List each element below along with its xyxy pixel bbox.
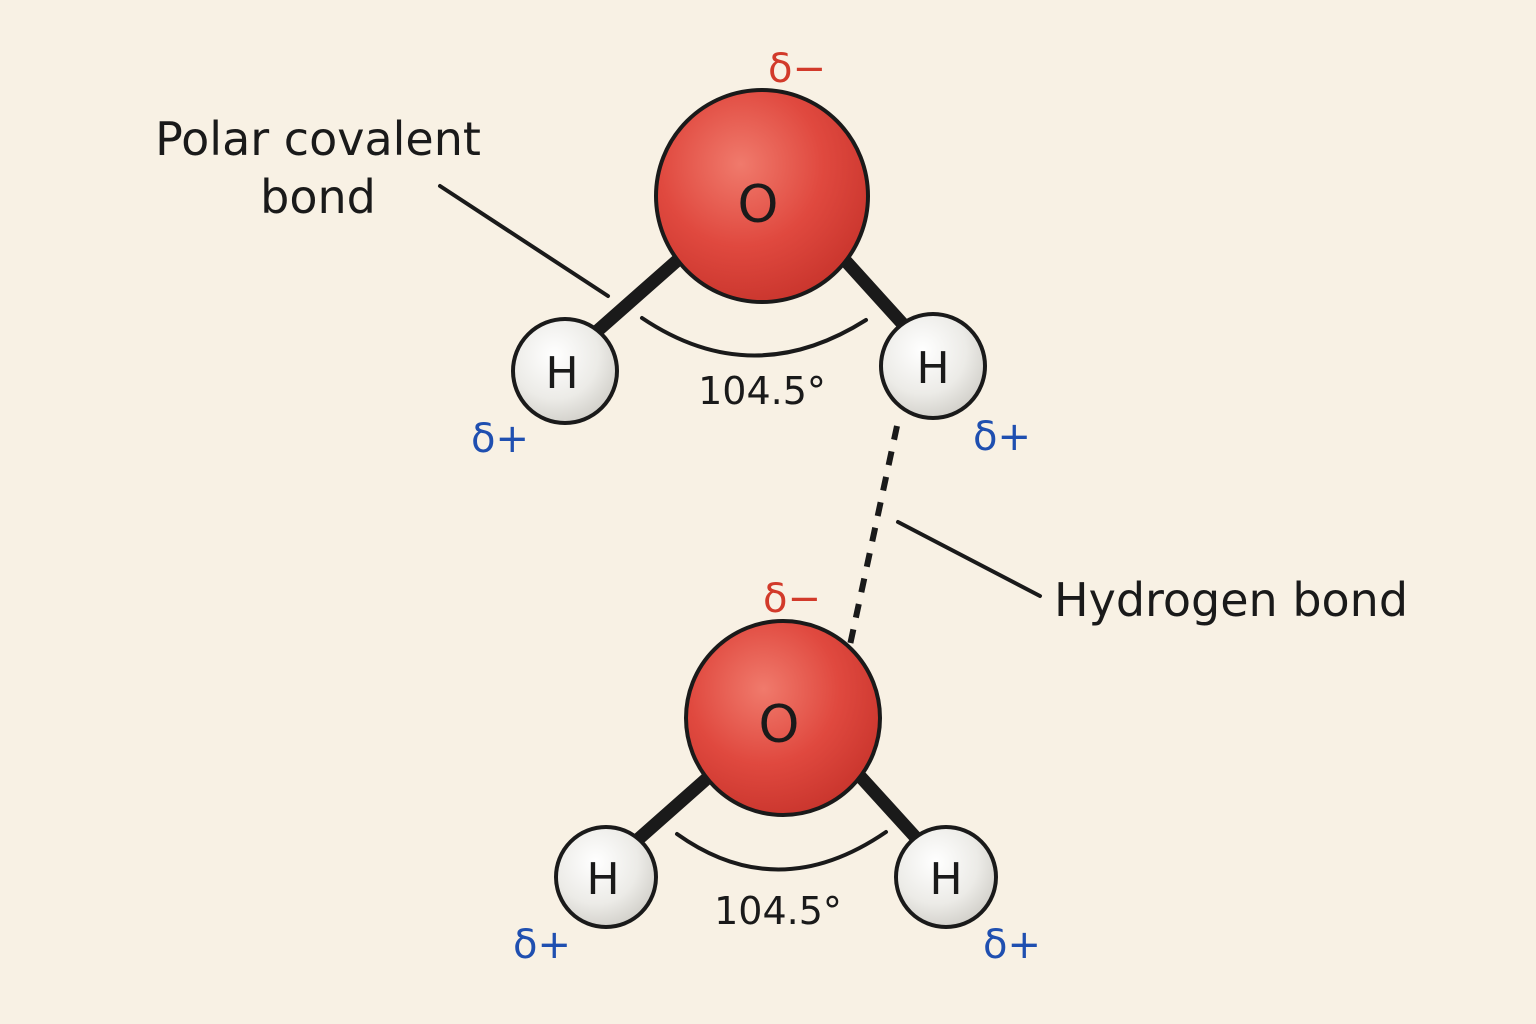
hydrogen-bond-dashed-line: [847, 425, 900, 646]
polar-covalent-bond-label-line2: bond: [260, 170, 376, 224]
oxygen-charge-bottom: δ−: [763, 576, 821, 622]
bond-angle-label-bottom: 104.5°: [714, 889, 842, 933]
water-molecule-bottom: O H H 104.5° δ− δ+ δ+: [513, 576, 1041, 968]
hydrogen-charge-top-left: δ+: [471, 416, 529, 462]
polar-covalent-bond-leader-line: [438, 184, 610, 298]
oxygen-atom-top: [654, 88, 870, 304]
covalent-bond-top-right: [836, 251, 917, 339]
bond-angle-label-top: 104.5°: [698, 369, 826, 413]
oxygen-atom-bottom: [684, 619, 882, 817]
water-molecule-top: O H H 104.5° δ− δ+ δ+: [471, 46, 1031, 462]
oxygen-symbol-top: O: [738, 175, 779, 235]
hydrogen-bond-label: Hydrogen bond: [1054, 573, 1408, 627]
polar-covalent-bond-label-line1: Polar covalent: [155, 112, 481, 166]
hydrogen-atom-bottom-left: [554, 825, 658, 929]
callout-hydrogen-bond: Hydrogen bond: [896, 520, 1408, 627]
bond-angle-arc-top: [640, 316, 868, 358]
hydrogen-atom-top-left: [511, 317, 619, 425]
hydrogen-symbol-bottom-left: H: [586, 854, 619, 905]
hydrogen-atom-bottom-right: [894, 825, 998, 929]
covalent-bond-top-left: [588, 251, 687, 340]
hydrogen-charge-top-right: δ+: [973, 414, 1031, 460]
hydrogen-symbol-top-left: H: [545, 348, 578, 399]
covalent-bond-bottom-left: [627, 767, 719, 850]
oxygen-symbol-bottom: O: [759, 695, 800, 755]
bond-angle-arc-bottom: [675, 830, 888, 872]
hydrogen-atom-top-right: [879, 312, 987, 420]
callout-polar-covalent-bond: Polar covalent bond: [155, 112, 610, 298]
hydrogen-bond-leader-line: [896, 520, 1042, 598]
hydrogen-symbol-bottom-right: H: [929, 854, 962, 905]
covalent-bond-bottom-right: [851, 767, 925, 847]
hydrogen-symbol-top-right: H: [916, 343, 949, 394]
hydrogen-charge-bottom-left: δ+: [513, 922, 571, 968]
hydrogen-charge-bottom-right: δ+: [983, 922, 1041, 968]
oxygen-charge-top: δ−: [768, 46, 826, 92]
